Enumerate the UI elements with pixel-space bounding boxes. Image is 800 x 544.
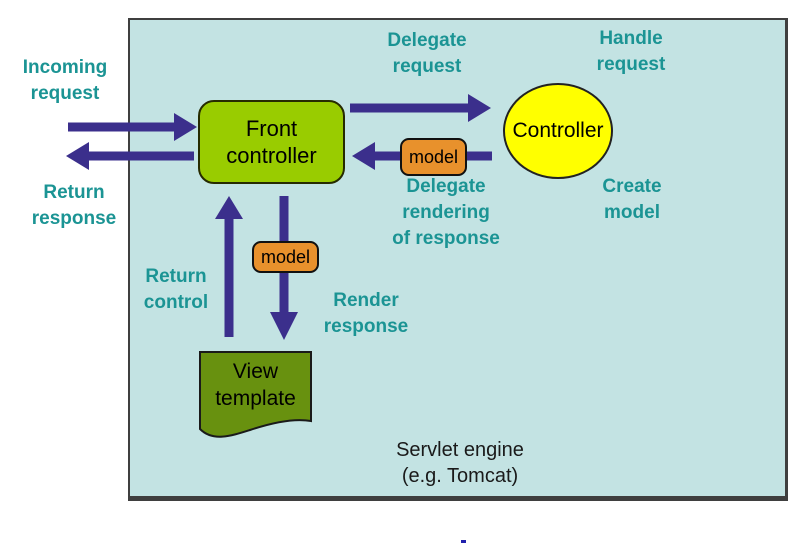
view-template-label: View template <box>215 360 296 410</box>
return-response-label: Return response <box>31 182 117 229</box>
front-controller-node: Front controller <box>198 100 345 184</box>
arrow-head <box>66 142 89 170</box>
model-node-upper: model <box>400 138 467 176</box>
incoming-request-label: Incoming request <box>22 57 108 104</box>
servlet-engine-label: Servlet engine (e.g. Tomcat) <box>396 439 524 487</box>
delegate-request-label: Delegate request <box>387 30 467 77</box>
servlet-engine-container <box>128 18 788 501</box>
create-model-label: Create model <box>602 176 662 223</box>
handle-request-label: Handle request <box>596 28 666 75</box>
model-node-lower: model <box>252 241 319 273</box>
delegate-rendering-label: Delegate rendering of response <box>392 176 500 249</box>
return-control-label: Return control <box>143 266 209 313</box>
controller-node: Controller <box>503 83 613 179</box>
stray-mark <box>461 540 466 543</box>
render-response-label: Render response <box>323 290 409 337</box>
